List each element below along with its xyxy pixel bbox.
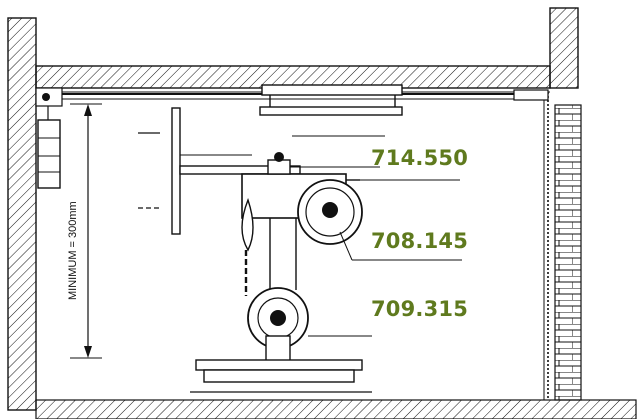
overhead-track [36,84,549,116]
vertical-strut [269,218,297,290]
chain-link [241,197,254,296]
brick-wall [543,92,582,401]
dimension-label: MINIMUM = 300mm [67,201,79,300]
part-number-708145: 708.145 [371,229,469,253]
base-plate [190,335,372,393]
dimension-line [70,103,102,359]
part-number-709315: 709.315 [371,297,469,321]
floor [35,399,637,419]
counterweight [35,87,63,189]
left-wall [7,17,37,411]
bottom-wheel [247,287,372,349]
middle-wheel [297,179,462,261]
part-number-714550: 714.550 [371,146,469,170]
t-bracket [138,107,301,235]
right-column [549,7,579,89]
